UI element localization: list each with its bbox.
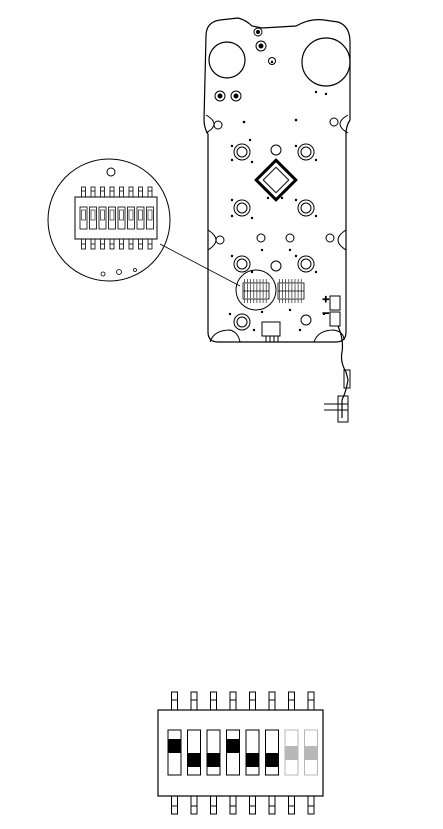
callout-switch-8 [147,207,154,229]
callout-pin-bottom [82,239,86,249]
dip-switch-knob [305,746,317,760]
dip-pin-bottom [211,796,217,814]
dip-switch-knob [169,739,181,753]
dip-pin-bottom [308,796,314,814]
dip-switch-positions [168,730,318,775]
dip-switch-7 [285,730,298,775]
callout-switch-2 [90,207,97,229]
dip-switch-4 [227,730,240,775]
dip-pin-bottom [289,796,295,814]
dip-switch-knob [208,753,220,767]
dip-pin-bottom [269,796,275,814]
dip-pin-bottom [191,796,197,814]
board-corner-arc-right [314,330,344,342]
callout-pin-top [129,187,133,197]
polarity-minus-label: − [322,309,330,319]
polarity-plus-label: + [322,295,330,305]
dip-switch-3 [207,730,220,775]
dip-switch-5 [246,730,259,775]
callout-pin-top [82,187,86,197]
dip-pin-bottom [172,796,178,814]
dip-switch-6 [266,730,279,775]
dip-pin-top [269,692,275,710]
microcontroller-chip [256,160,296,200]
board-dip-switch-highlight [236,270,276,310]
board-notch-left [206,115,214,133]
callout-switch-5 [118,207,125,229]
callout-pin-bottom [139,239,143,249]
board-corner-arc-left [210,330,240,342]
callout-pin-top [120,187,124,197]
dip-pin-top [250,692,256,710]
callout-screw-top [107,168,115,176]
dip-switch-8 [305,730,318,775]
callout-bottom-dots [101,269,137,277]
dip-pin-top [211,692,217,710]
dip-pin-bottom [250,796,256,814]
callout-pin-bottom [101,239,105,249]
board-outline [204,18,350,342]
callout-switch-1 [80,207,87,229]
board-notch-left-lower [208,230,216,250]
pcb-board: + − [204,18,350,422]
dip-switch-knob [227,739,239,753]
bottom-connector [262,322,280,342]
callout-pin-bottom [148,239,152,249]
dip-pin-bottom [230,796,236,814]
callout-switch-array [80,207,154,229]
board-dip-switch-left [243,279,269,303]
dip-pin-top [289,692,295,710]
dip-switch-knob [247,753,259,767]
dip-switch-knob [266,753,278,767]
callout-switch-4 [109,207,116,229]
dip-switch-detail [158,692,323,814]
callout-pin-top [148,187,152,197]
battery-connector [330,296,340,326]
dip-switch-2 [188,730,201,775]
callout-pin-top [101,187,105,197]
callout-pin-bottom [129,239,133,249]
antenna-connector [324,396,348,422]
callout-pin-top [110,187,114,197]
dip-switch-1 [168,730,181,775]
board-notch-right-lower [338,230,346,250]
dip-pin-top [308,692,314,710]
callout-pin-bottom [110,239,114,249]
board-opening-right [302,38,350,86]
dip-switch-knob [188,753,200,767]
callout-pin-top [139,187,143,197]
callout-pin-bottom [91,239,95,249]
callout-switch-3 [99,207,106,229]
callout-pin-top [91,187,95,197]
callout-pin-rows [82,187,153,249]
dip-pin-top [230,692,236,710]
screw-cluster-top [214,28,338,244]
callout-switch-7 [137,207,144,229]
dip-pin-top [172,692,178,710]
callout-switch-6 [128,207,135,229]
callout-leader-line [160,244,240,286]
dip-switch-zoom-callout [48,159,170,281]
dip-switch-knob [286,746,298,760]
board-opening-left [209,42,245,78]
board-dip-switch-right [278,279,304,303]
button-pads [234,144,314,330]
callout-pin-bottom [120,239,124,249]
dip-pin-top [191,692,197,710]
